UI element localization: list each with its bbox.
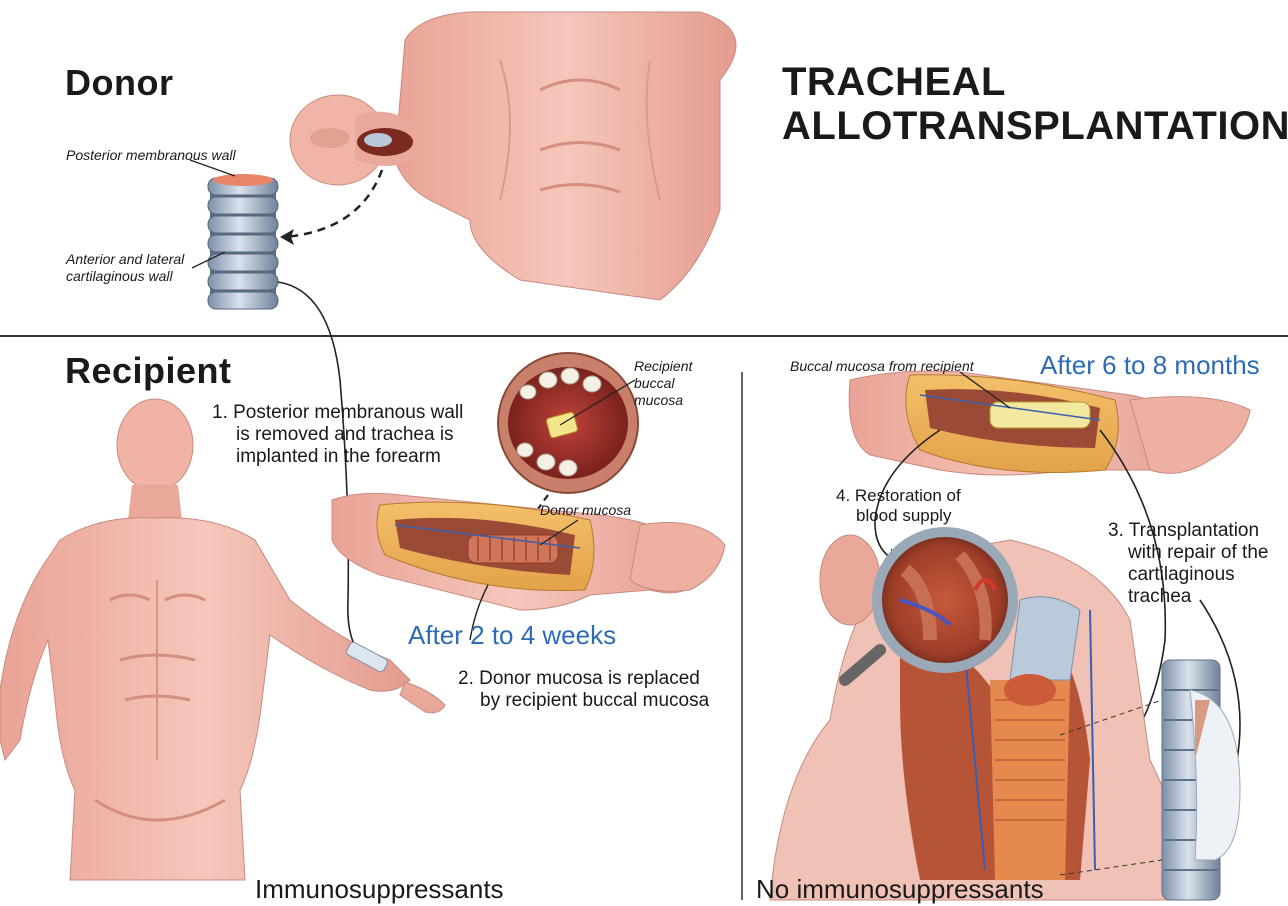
footer-immunosuppressants: Immunosuppressants bbox=[255, 874, 504, 905]
buccal-line-2: buccal bbox=[634, 375, 692, 392]
step-3-line-4: trachea bbox=[1108, 586, 1268, 608]
step-3-line-2: with repair of the bbox=[1108, 542, 1268, 564]
footer-no-immunosuppressants: No immunosuppressants bbox=[756, 874, 1044, 905]
step-1-line-2: is removed and trachea is bbox=[212, 424, 463, 446]
buccal-line-1: Recipient bbox=[634, 358, 692, 375]
recipient-heading: Recipient bbox=[65, 350, 232, 392]
step-2-line-1: 2. Donor mucosa is replaced bbox=[458, 668, 709, 690]
donor-trachea bbox=[208, 174, 278, 309]
step-1-text: 1. Posterior membranous wall is removed … bbox=[212, 402, 463, 468]
step-4-text: 4. Restoration of blood supply bbox=[836, 486, 961, 526]
donor-heading: Donor bbox=[65, 62, 173, 104]
outcome-forearm bbox=[849, 371, 1250, 475]
step-3-line-1: 3. Transplantation bbox=[1108, 520, 1268, 542]
label-anterior-wall: Anterior and lateral cartilaginous wall bbox=[66, 251, 184, 285]
label-anterior-line-1: Anterior and lateral bbox=[66, 251, 184, 268]
timing-6-8-months: After 6 to 8 months bbox=[1040, 350, 1260, 381]
buccal-line-3: mucosa bbox=[634, 392, 692, 409]
step-3-text: 3. Transplantation with repair of the ca… bbox=[1108, 520, 1268, 608]
step-1-line-1: 1. Posterior membranous wall bbox=[212, 402, 463, 424]
trachea-graft bbox=[1162, 660, 1240, 900]
title-line-2: ALLOTRANSPLANTATION bbox=[782, 104, 1288, 148]
step-2-text: 2. Donor mucosa is replaced by recipient… bbox=[458, 668, 709, 712]
step-3-line-3: cartilaginous bbox=[1108, 564, 1268, 586]
step-2-line-2: by recipient buccal mucosa bbox=[458, 690, 709, 712]
timing-2-4-weeks: After 2 to 4 weeks bbox=[408, 620, 616, 651]
step-4-line-2: blood supply bbox=[836, 506, 961, 526]
mouth-view bbox=[498, 353, 638, 493]
recipient-body bbox=[0, 399, 445, 880]
label-anterior-line-2: cartilaginous wall bbox=[66, 268, 184, 285]
diagram-title: TRACHEAL ALLOTRANSPLANTATION bbox=[782, 60, 1288, 148]
title-line-1: TRACHEAL bbox=[782, 60, 1288, 104]
step-1-line-3: implanted in the forearm bbox=[212, 446, 463, 468]
label-recipient-buccal: Recipient buccal mucosa bbox=[634, 358, 692, 409]
donor-body bbox=[290, 12, 736, 300]
label-donor-mucosa: Donor mucosa bbox=[540, 502, 631, 519]
label-posterior-wall: Posterior membranous wall bbox=[66, 147, 236, 164]
recipient-forearm bbox=[332, 493, 725, 610]
step-4-line-1: 4. Restoration of bbox=[836, 486, 961, 506]
label-buccal-from-recipient: Buccal mucosa from recipient bbox=[790, 358, 974, 375]
